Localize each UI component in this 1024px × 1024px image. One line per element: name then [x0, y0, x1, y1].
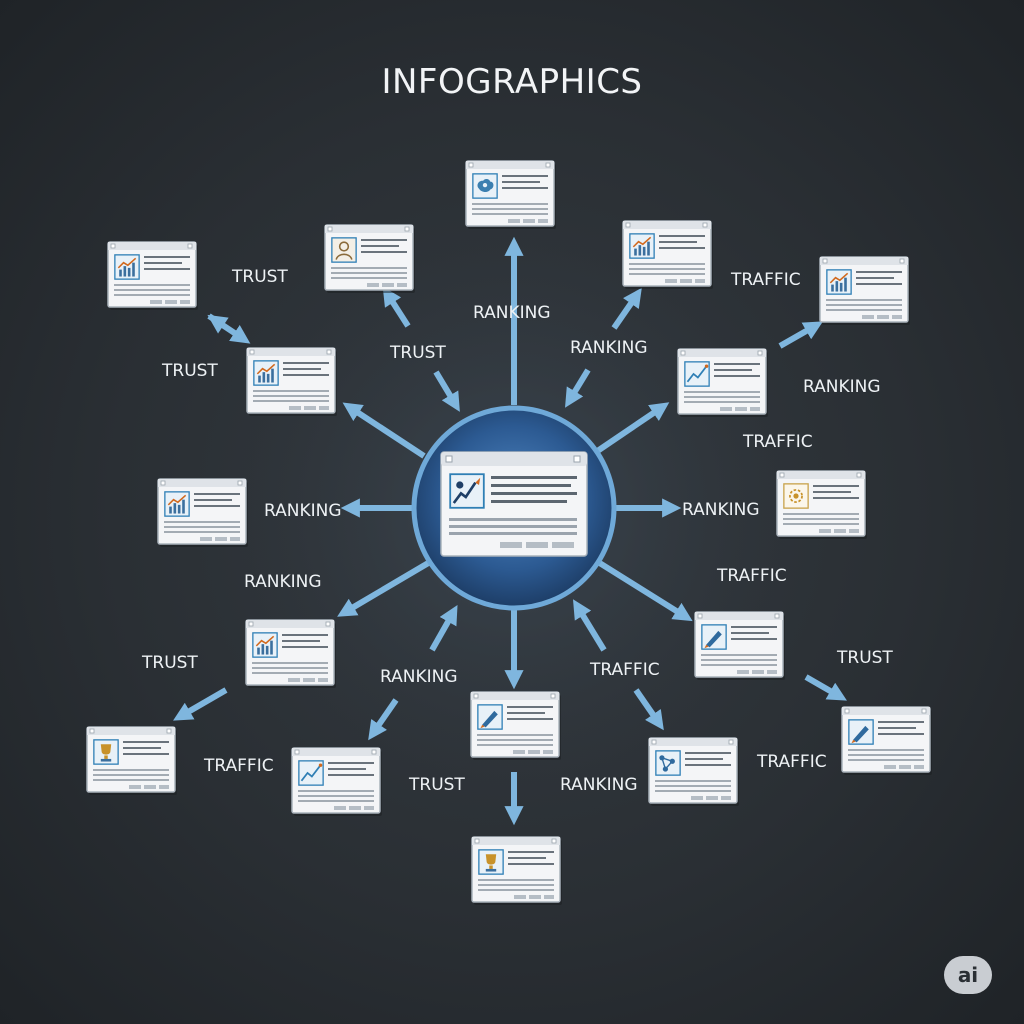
label-traffic: TRAFFIC: [716, 566, 787, 586]
label-ranking: RANKING: [244, 572, 322, 592]
label-ranking: RANKING: [264, 501, 342, 521]
arrow-to-right-bottom-card: [804, 674, 847, 701]
pen-tool-icon: [701, 624, 727, 650]
infographic-title: INFOGRAPHICS: [381, 62, 643, 102]
page-card: [86, 726, 177, 795]
page-card: [246, 347, 337, 416]
arrow-trust-double: [207, 313, 251, 344]
cards: [86, 160, 932, 905]
arrow-in-lower-left: [429, 604, 458, 652]
arrow-to-nodes-card: [633, 688, 664, 731]
label-traffic: TRAFFIC: [730, 270, 801, 290]
label-traffic: TRAFFIC: [203, 756, 274, 776]
central-hub: [411, 405, 617, 611]
page-card: [465, 160, 556, 229]
page-card: [622, 220, 713, 289]
bar-chart-icon: [114, 254, 140, 280]
arrow-down-left: [337, 559, 432, 617]
trophy-icon: [93, 739, 119, 765]
trophy-icon: [478, 849, 504, 875]
page-card: [694, 611, 785, 680]
arrow-to-traffic-card: [778, 321, 824, 349]
bar-chart-icon: [252, 632, 278, 658]
brain-gears-icon: [472, 173, 498, 199]
arrow-in-lower-right: [572, 599, 607, 652]
label-trust: TRUST: [836, 648, 893, 668]
labels: TRUST TRUST TRUST RANKING RANKING TRAFFI…: [141, 267, 893, 795]
label-trust: TRUST: [389, 343, 446, 363]
label-trust: TRUST: [231, 267, 288, 287]
label-trust: TRUST: [141, 653, 198, 673]
bar-chart-icon: [164, 491, 190, 517]
ai-badge: ai: [944, 956, 992, 994]
page-card: [157, 478, 248, 547]
sun-cycle-icon: [783, 483, 809, 509]
pen-tool-icon: [477, 704, 503, 730]
label-ranking: RANKING: [560, 775, 638, 795]
arrow-in-upper-left: [433, 370, 460, 412]
page-card: [470, 691, 561, 760]
arrow-to-chart-card: [611, 287, 642, 330]
arrow-up-left: [342, 402, 426, 459]
bar-chart-icon: [629, 233, 655, 259]
label-ranking: RANKING: [682, 500, 760, 520]
person-profile-icon: [331, 237, 357, 263]
arrow-to-bottom-left-card: [368, 698, 399, 741]
arrow-to-person-card: [382, 286, 411, 328]
line-chart-icon: [684, 361, 710, 387]
bar-chart-icon: [826, 269, 852, 295]
arrows: [173, 236, 847, 826]
label-traffic: TRAFFIC: [756, 752, 827, 772]
hub-rocket-chart-icon: [449, 473, 485, 509]
arrow-in-upper-right: [565, 368, 591, 408]
label-traffic: TRAFFIC: [742, 432, 813, 452]
page-card: [324, 224, 415, 293]
page-card: [776, 470, 867, 539]
label-ranking: RANKING: [380, 667, 458, 687]
label-ranking: RANKING: [473, 303, 551, 323]
label-trust: TRUST: [408, 775, 465, 795]
page-card: [291, 747, 382, 816]
label-trust: TRUST: [161, 361, 218, 381]
page-card: [819, 256, 910, 325]
page-card: [677, 348, 768, 417]
label-ranking: RANKING: [570, 338, 648, 358]
hub-window: [440, 451, 588, 557]
page-card: [471, 836, 562, 905]
page-card: [107, 241, 198, 310]
label-ranking: RANKING: [803, 377, 881, 397]
line-chart-icon: [298, 760, 324, 786]
pen-tool-icon: [848, 719, 874, 745]
bar-chart-icon: [253, 360, 279, 386]
page-card: [648, 737, 739, 806]
page-card: [245, 619, 336, 688]
label-traffic: TRAFFIC: [589, 660, 660, 680]
arrow-down-right: [596, 559, 693, 622]
arrow-up-right: [594, 402, 670, 455]
page-card: [841, 706, 932, 775]
network-nodes-icon: [655, 750, 681, 776]
arrow-to-lower-left-card: [173, 687, 228, 721]
